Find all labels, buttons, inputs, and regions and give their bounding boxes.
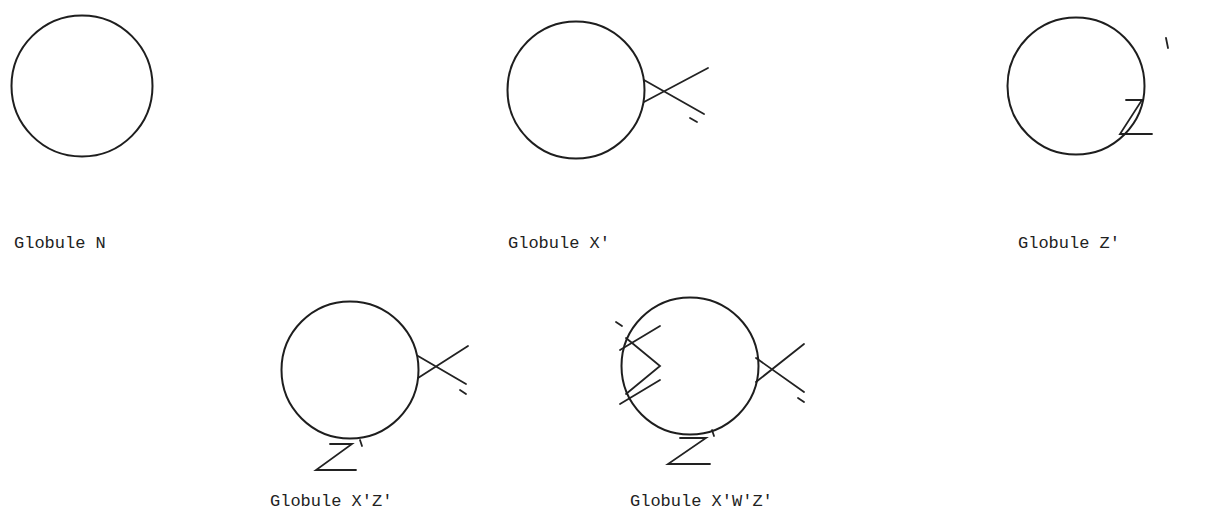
circle-outline — [282, 302, 419, 439]
globule-circle: Globule X'Z' — [280, 300, 420, 440]
circle-outline — [620, 296, 760, 436]
circle-outline — [1008, 18, 1145, 155]
globule-label: Globule X'Z' — [270, 492, 392, 512]
globule-circle: Globule Z' — [1006, 16, 1146, 156]
x-marker — [418, 346, 468, 394]
x-marker — [756, 344, 804, 402]
globule-circle: Globule X'W'Z' — [620, 296, 760, 436]
globule-label: Globule N — [14, 234, 106, 254]
circle-outline — [1006, 16, 1146, 156]
circle-outline — [280, 300, 420, 440]
globule-circle: Globule N — [10, 14, 154, 158]
circle-outline — [10, 14, 154, 158]
circle-outline — [622, 298, 759, 435]
globule-label: Globule Z' — [1018, 234, 1120, 254]
w-marker — [616, 322, 660, 404]
z-marker — [316, 440, 362, 470]
circle-outline — [12, 16, 153, 157]
globule-label: Globule X' — [508, 234, 610, 254]
globule-label: Globule X'W'Z' — [630, 492, 773, 512]
globule-circle: Globule X' — [506, 20, 646, 160]
x-marker — [644, 68, 708, 122]
circle-outline — [506, 20, 646, 160]
circle-outline — [508, 22, 645, 159]
